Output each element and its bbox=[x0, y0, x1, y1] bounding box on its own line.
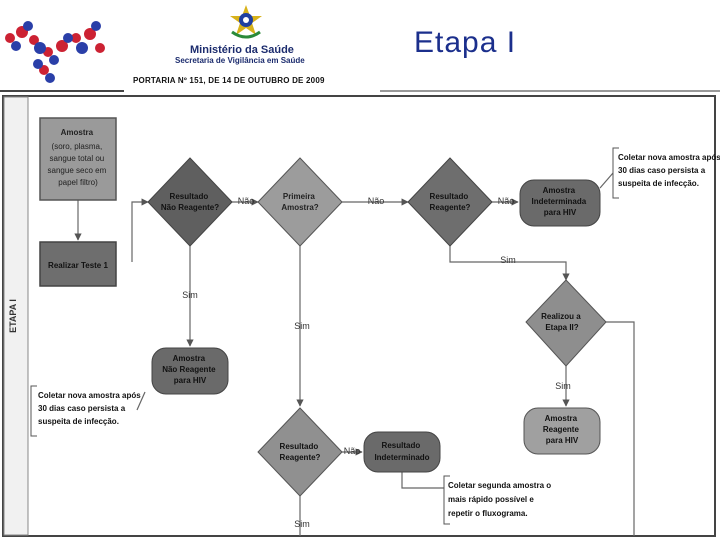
decision-reactive-second bbox=[257, 407, 343, 497]
logo bbox=[0, 8, 112, 88]
decision-stage-ii-text: Realizou a Etapa II? bbox=[541, 312, 583, 332]
decision-non-reactive-text: Resultado Não Reagente? bbox=[161, 192, 219, 212]
edge-label-nao-1: Não bbox=[238, 196, 255, 206]
edge-label-nao-4: Não bbox=[344, 446, 361, 456]
page-title: Etapa I bbox=[414, 26, 517, 59]
decision-non-reactive bbox=[147, 157, 233, 247]
edge-label-sim-5: Sim bbox=[294, 519, 310, 529]
ministry-name: Ministério da Saúde bbox=[190, 44, 294, 56]
run-test-1-label: Realizar Teste 1 bbox=[48, 261, 108, 270]
flowchart: ETAPA I Não Não Não Não Sim Sim Sim Sim … bbox=[2, 95, 720, 537]
edge-label-sim-4: Sim bbox=[555, 381, 571, 391]
decision-reactive-text: Resultado Reagente? bbox=[430, 192, 471, 212]
reactive-sample-text: Amostra Reagente para HIV bbox=[543, 414, 581, 445]
run-test-1-box bbox=[39, 241, 117, 287]
note-retest-30-days-top: Coletar nova amostra após 30 dias caso p… bbox=[618, 153, 720, 188]
secretaria-name: Secretaria de Vigilância em Saúde bbox=[175, 56, 305, 65]
edge-label-sim-1: Sim bbox=[182, 290, 198, 300]
reactive-sample-box bbox=[523, 407, 601, 455]
portaria-reference: PORTARIA Nº 151, DE 14 DE OUTUBRO DE 200… bbox=[133, 76, 325, 85]
decision-stage-ii bbox=[525, 279, 607, 367]
header-divider-left bbox=[0, 90, 124, 92]
swimlane-label: ETAPA I bbox=[8, 299, 18, 333]
non-reactive-sample-box bbox=[151, 347, 229, 395]
indeterminate-result-box bbox=[363, 431, 441, 473]
indeterminate-sample-box bbox=[519, 179, 601, 227]
sample-box-text: Amostra (soro, plasma, sangue total ou s… bbox=[48, 128, 109, 187]
sample-box bbox=[39, 117, 117, 201]
edge-label-sim-2: Sim bbox=[294, 321, 310, 331]
edge-label-nao-2: Não bbox=[368, 196, 385, 206]
note-retest-30-days-left: Coletar nova amostra após 30 dias caso p… bbox=[38, 391, 143, 426]
indeterminate-sample-text: Amostra Indeterminada para HIV bbox=[532, 186, 589, 217]
indeterminate-result-text: Resultado Indeterminado bbox=[374, 441, 429, 462]
header-divider-right bbox=[380, 90, 720, 92]
edge-label-sim-3: Sim bbox=[500, 255, 516, 265]
note-second-sample: Coletar segunda amostra o mais rápido po… bbox=[448, 481, 553, 518]
dna-molecule-logo bbox=[5, 21, 105, 83]
decision-reactive-second-text: Resultado Reagente? bbox=[280, 442, 321, 462]
decision-reactive bbox=[407, 157, 493, 247]
swimlane-header bbox=[3, 96, 29, 536]
decision-first-sample-text: Primeira Amostra? bbox=[281, 192, 318, 212]
brazil-coat-of-arms-icon bbox=[228, 4, 264, 40]
edge-label-nao-3: Não bbox=[498, 196, 515, 206]
non-reactive-sample-text: Amostra Não Reagente para HIV bbox=[162, 354, 218, 385]
decision-first-sample bbox=[257, 157, 343, 247]
